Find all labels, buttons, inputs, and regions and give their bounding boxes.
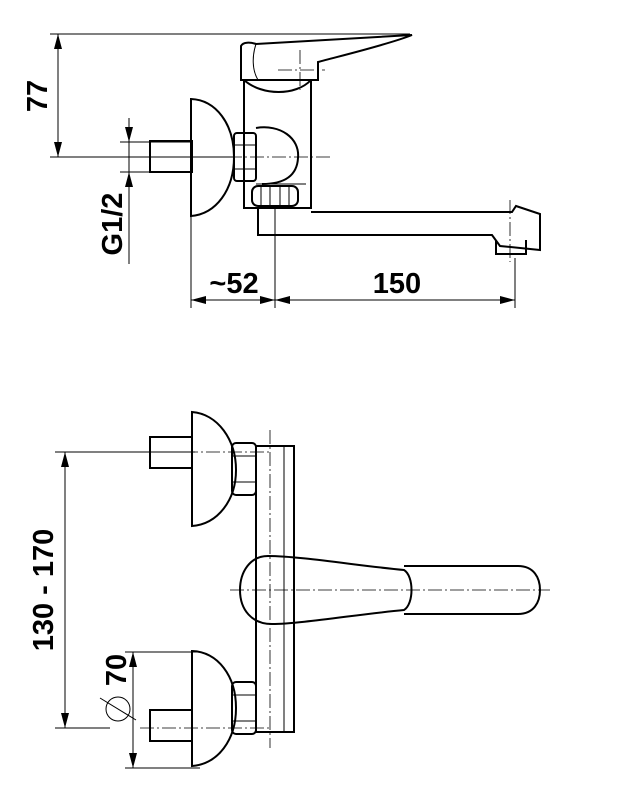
dimension-height-label: 77 — [22, 80, 54, 112]
aerator-ring — [251, 185, 299, 207]
front-body — [255, 430, 295, 748]
dimension-offset-label: ~52 — [209, 268, 258, 300]
dimension-diameter: 70 — [99, 651, 200, 769]
mixer-body — [243, 79, 312, 209]
spout-outlet — [495, 240, 527, 255]
dimension-offset: ~52 — [190, 208, 276, 308]
side-view: 77 G1/2 — [22, 33, 541, 308]
dimension-reach: 150 — [275, 258, 516, 308]
front-lever-handle — [230, 554, 550, 626]
dimension-height: 77 — [22, 33, 410, 158]
dimension-diameter-label: 70 — [101, 654, 133, 686]
front-view: 130 - 170 70 — [28, 410, 550, 769]
dimension-thread-label: G1/2 — [97, 193, 129, 256]
dimension-spacing-label: 130 - 170 — [28, 529, 60, 652]
dimension-spacing: 130 - 170 — [28, 451, 195, 729]
upper-inlet — [140, 410, 270, 528]
spout — [257, 204, 541, 252]
dimension-thread: G1/2 — [97, 118, 190, 264]
diameter-symbol-icon — [99, 696, 137, 722]
lower-inlet — [140, 649, 270, 768]
upper-wall-flange — [191, 410, 238, 528]
lower-wall-flange — [191, 649, 238, 768]
dimension-reach-label: 150 — [373, 268, 421, 300]
lever-handle — [240, 34, 413, 81]
